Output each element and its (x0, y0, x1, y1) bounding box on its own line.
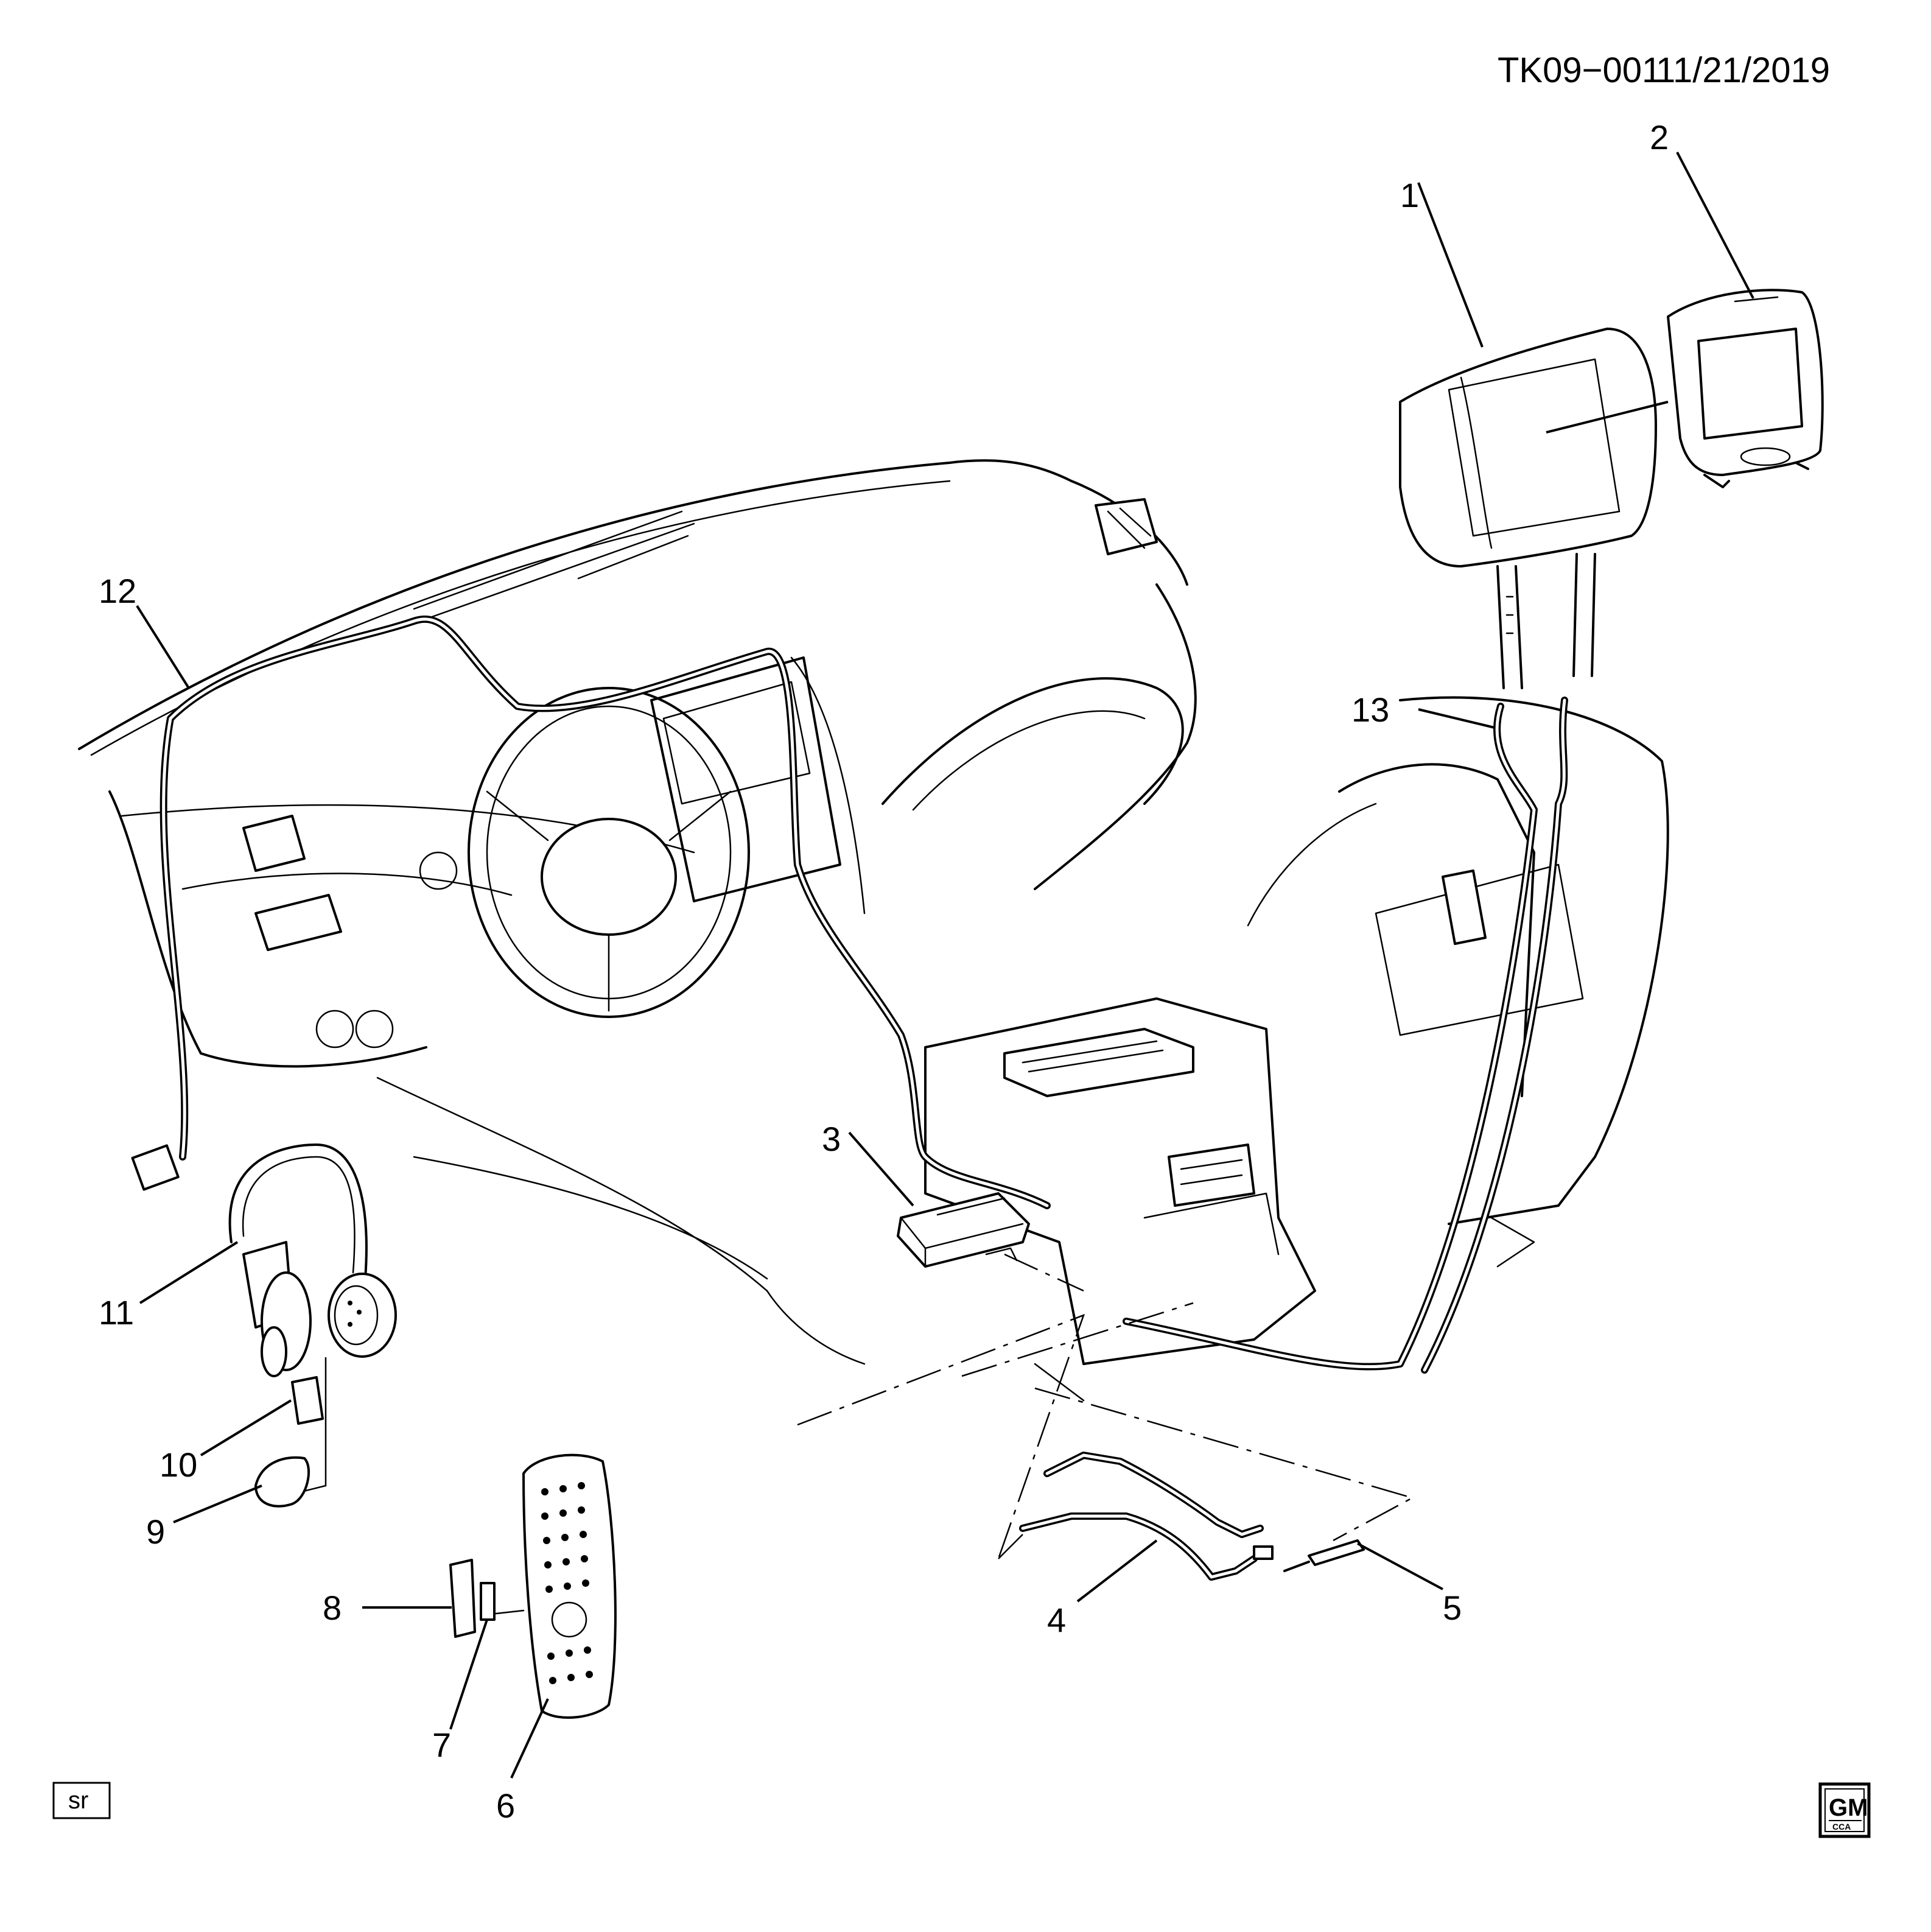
video-module-icon (897, 1192, 1030, 1268)
ear-pad-9 (254, 1456, 310, 1508)
callout-8: 8 (323, 1589, 342, 1627)
harness-13 (1123, 697, 1568, 1374)
leader-lines (136, 152, 1754, 1779)
callout-12: 12 (99, 572, 136, 610)
callout-7: 7 (432, 1726, 451, 1764)
battery-10 (291, 1357, 327, 1493)
headrest-display-icon (1667, 289, 1824, 488)
battery-cover-8 (449, 1559, 476, 1638)
gm-logo-text: GM (1829, 1794, 1868, 1821)
harness-12 (131, 615, 1051, 1209)
callout-13: 13 (1351, 690, 1389, 729)
footer-tag: sr (52, 1782, 111, 1819)
remote-control-icon (495, 1453, 617, 1719)
callout-5: 5 (1443, 1589, 1462, 1627)
gm-logo: GM CCA (1818, 1782, 1871, 1838)
diagram-code: TK09−001 (1498, 51, 1661, 90)
assembly-lines (797, 1253, 1415, 1559)
antenna-5 (1283, 1539, 1365, 1572)
callout-2: 2 (1650, 118, 1669, 156)
console-seat-drawing (766, 696, 1669, 1402)
callout-11: 11 (99, 1293, 134, 1332)
footer-tag-text: sr (68, 1787, 88, 1814)
headphones-icon (228, 1143, 397, 1377)
instrument-panel-drawing (78, 459, 1197, 1292)
callout-1: 1 (1400, 176, 1419, 214)
headrest-icon (1399, 328, 1657, 689)
battery-7 (480, 1582, 496, 1621)
callout-3: 3 (822, 1120, 841, 1158)
callout-10: 10 (159, 1445, 197, 1484)
callout-9: 9 (146, 1512, 165, 1551)
callout-6: 6 (496, 1786, 515, 1825)
gm-logo-subtext: CCA (1832, 1822, 1851, 1832)
diagram-date: 11/21/2019 (1656, 51, 1830, 90)
remote-buttons (541, 1482, 593, 1684)
rear-harness-4 (1019, 1452, 1274, 1581)
callout-4: 4 (1047, 1601, 1066, 1639)
callout-numbers: 1 2 3 4 5 6 7 8 9 10 11 12 13 (99, 118, 1669, 1825)
